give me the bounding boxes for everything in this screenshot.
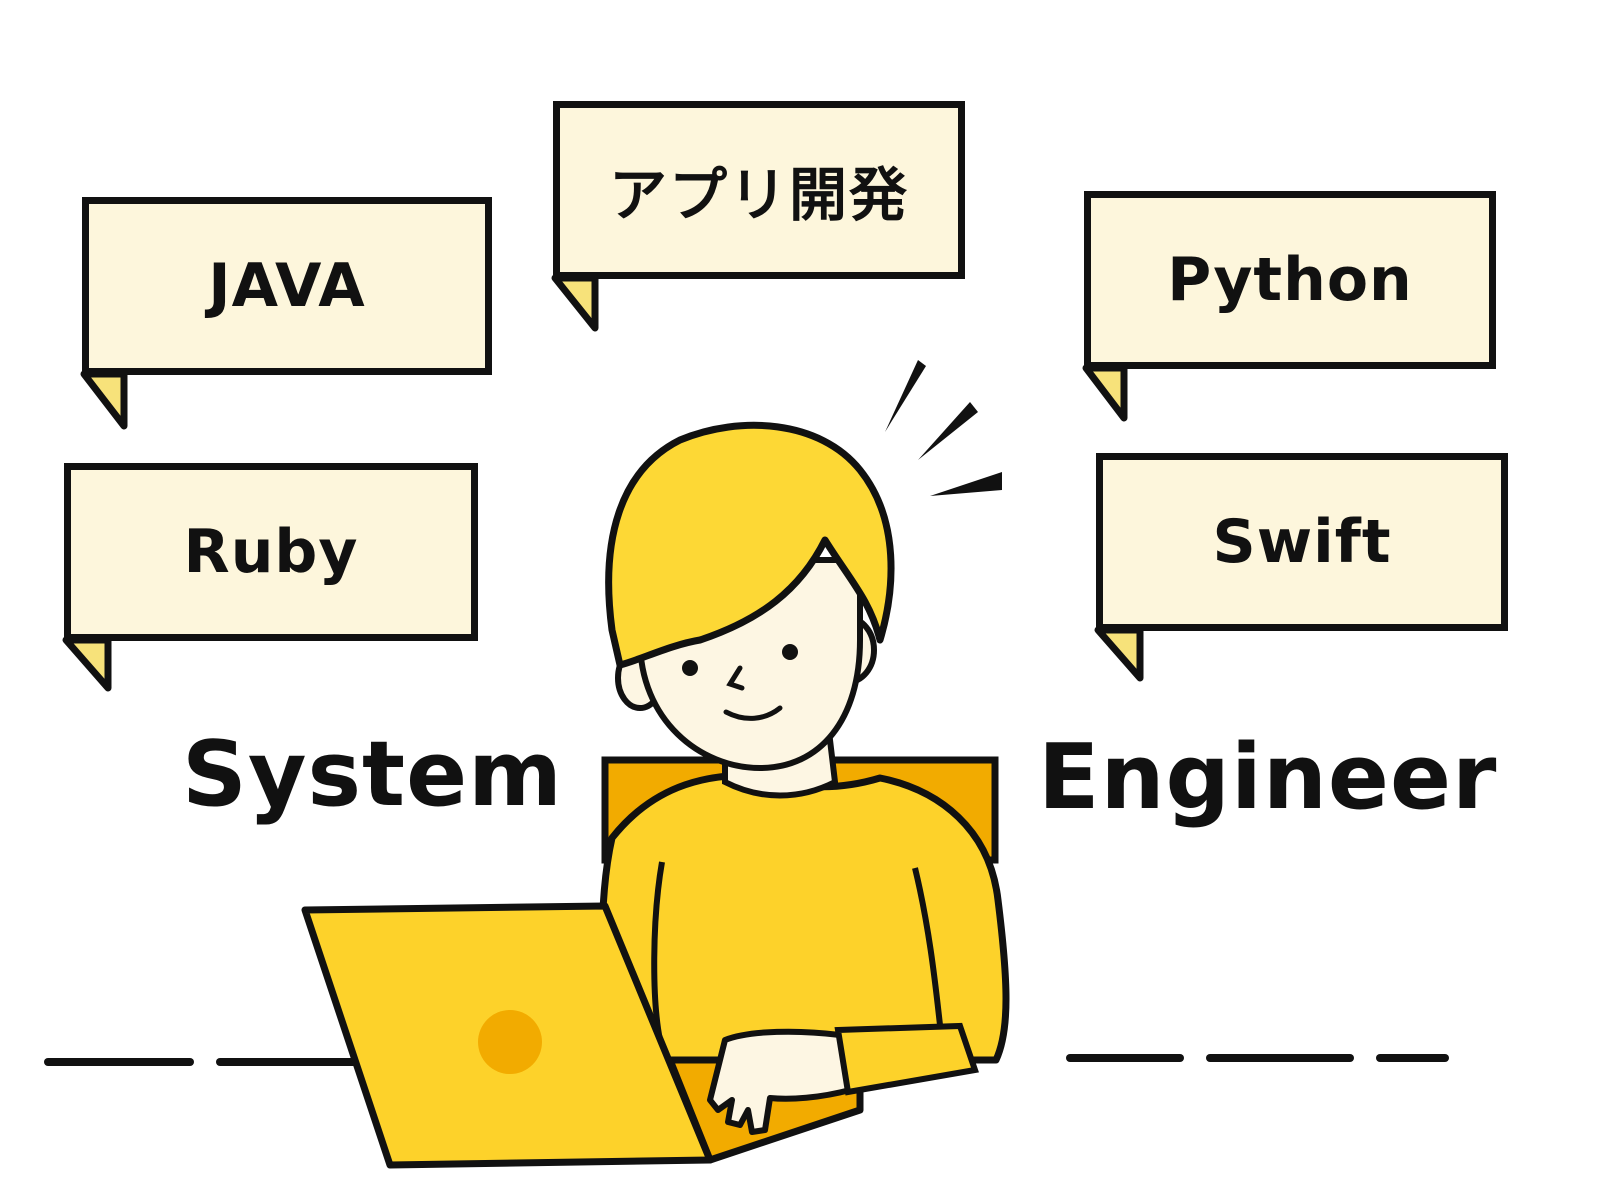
java-bubble: JAVA [82,197,492,375]
java-label: JAVA [208,251,366,321]
sleeve-cuff [834,1022,979,1096]
ruby-bubble: Ruby [64,463,478,641]
title-system: System [182,722,563,827]
hair [605,421,895,669]
surprise-lines-icon [885,360,1002,496]
mouth [723,705,783,721]
swift-bubble: Swift [1096,453,1508,631]
shirt-crease-right [912,867,943,1026]
eye-right [782,644,798,660]
java-bubble-tail [80,370,128,430]
eye-left [682,660,698,676]
floor-line [44,1054,1449,1066]
hand [707,1028,853,1135]
app-dev-label: アプリ開発 [608,161,909,229]
nose [726,665,745,691]
ruby-bubble-tail [62,636,112,692]
title-engineer: Engineer [1038,725,1498,830]
swift-label: Swift [1212,507,1392,577]
laptop-logo-icon [478,1010,542,1074]
python-bubble: Python [1084,191,1496,369]
python-bubble-tail [1082,364,1128,422]
app-bubble-tail [551,274,599,332]
ruby-label: Ruby [183,517,359,587]
python-label: Python [1167,245,1413,315]
shirt [598,771,1010,1064]
app-dev-bubble: アプリ開発 [553,101,965,279]
swift-bubble-tail [1094,626,1144,682]
head [605,421,895,772]
